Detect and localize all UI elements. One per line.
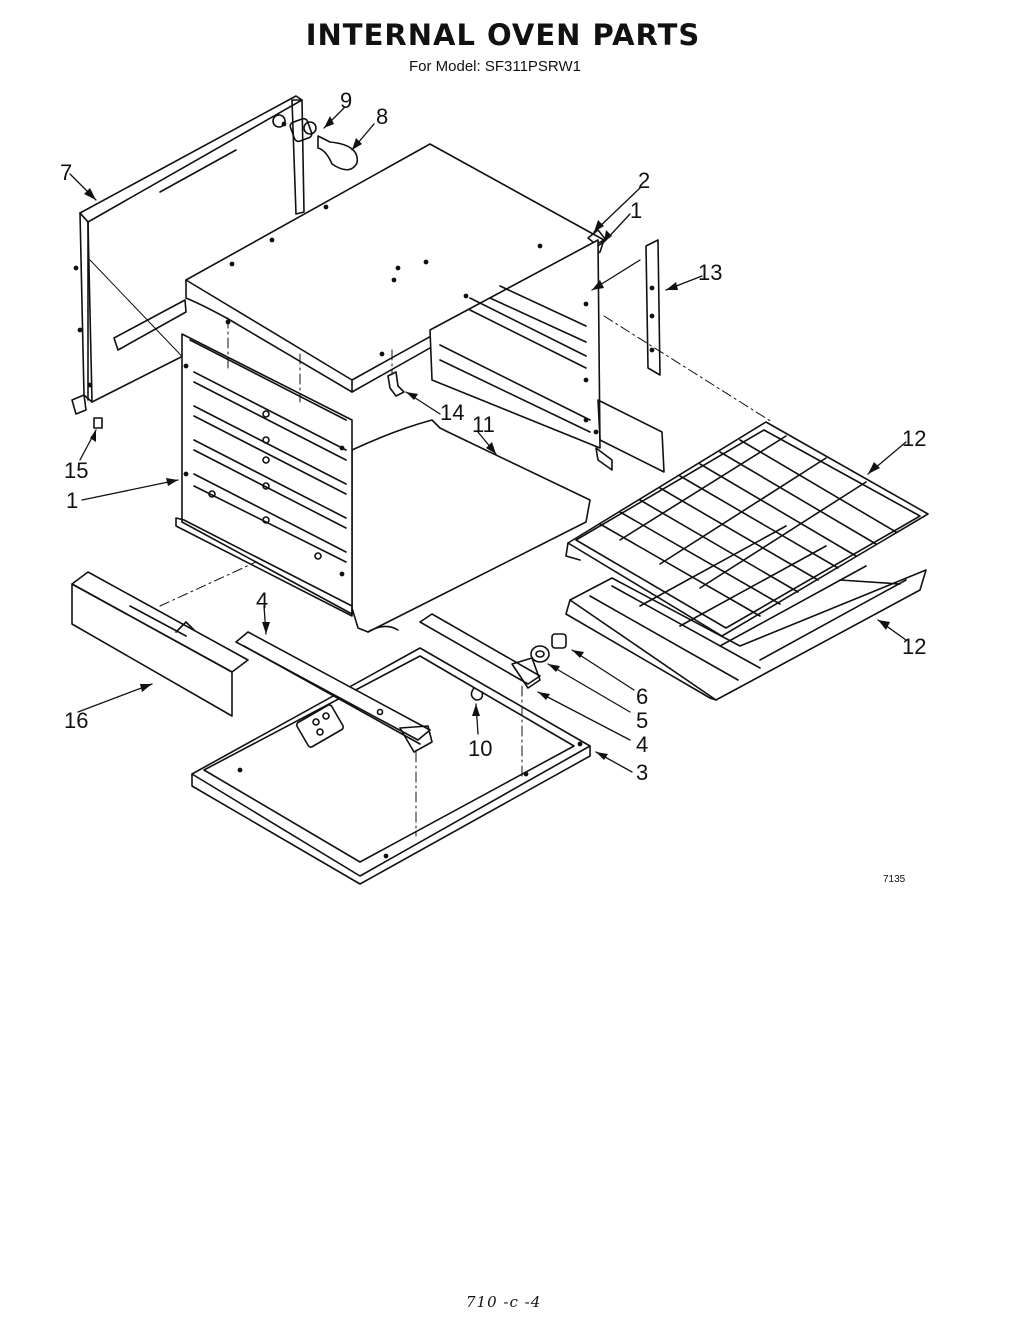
callout-label: 16 — [64, 708, 88, 733]
callout-label: 4 — [636, 732, 648, 757]
front-trim-channel — [71, 571, 249, 717]
oven-back — [351, 419, 591, 633]
callout-label: 10 — [468, 736, 492, 761]
lamp-socket — [272, 114, 317, 143]
oven-rack-lower — [565, 525, 927, 701]
page-title: INTERNAL OVEN PARTS — [305, 18, 701, 52]
callout-label: 4 — [256, 588, 268, 613]
callout-label: 12 — [902, 634, 926, 659]
model-subtitle: For Model: SF311PSRW1 — [408, 58, 581, 75]
callout-label: 7 — [60, 160, 72, 185]
bracket-14 — [387, 371, 405, 397]
callout-label: 12 — [902, 426, 926, 451]
right-side-rack-support — [429, 239, 665, 473]
callout-label: 9 — [340, 88, 352, 113]
callout-label: 5 — [636, 708, 648, 733]
callout-label: 1 — [630, 198, 642, 223]
callout-label: 15 — [64, 458, 88, 483]
burner-bracket-left — [235, 631, 433, 753]
spacer — [551, 633, 567, 649]
callout-label: 2 — [638, 168, 650, 193]
callout-label: 13 — [698, 260, 722, 285]
burner-bracket-right — [419, 613, 541, 689]
rack-guide-strip — [645, 239, 661, 376]
callout-label: 11 — [472, 412, 495, 437]
clip — [470, 687, 484, 701]
callout-label: 8 — [376, 104, 388, 129]
light-bulb — [317, 135, 359, 171]
handwritten-note: 710 -c -4 — [466, 1293, 542, 1311]
oven-rack-upper — [565, 421, 929, 637]
callout-label: 6 — [636, 684, 648, 709]
screw — [93, 417, 103, 429]
figure-code: 7135 — [883, 874, 906, 885]
orifice — [530, 645, 550, 663]
callout-label: 3 — [636, 760, 648, 785]
callout-label: 14 — [440, 400, 464, 425]
callout-label: 1 — [66, 488, 78, 513]
left-side-rack-support — [175, 333, 353, 617]
